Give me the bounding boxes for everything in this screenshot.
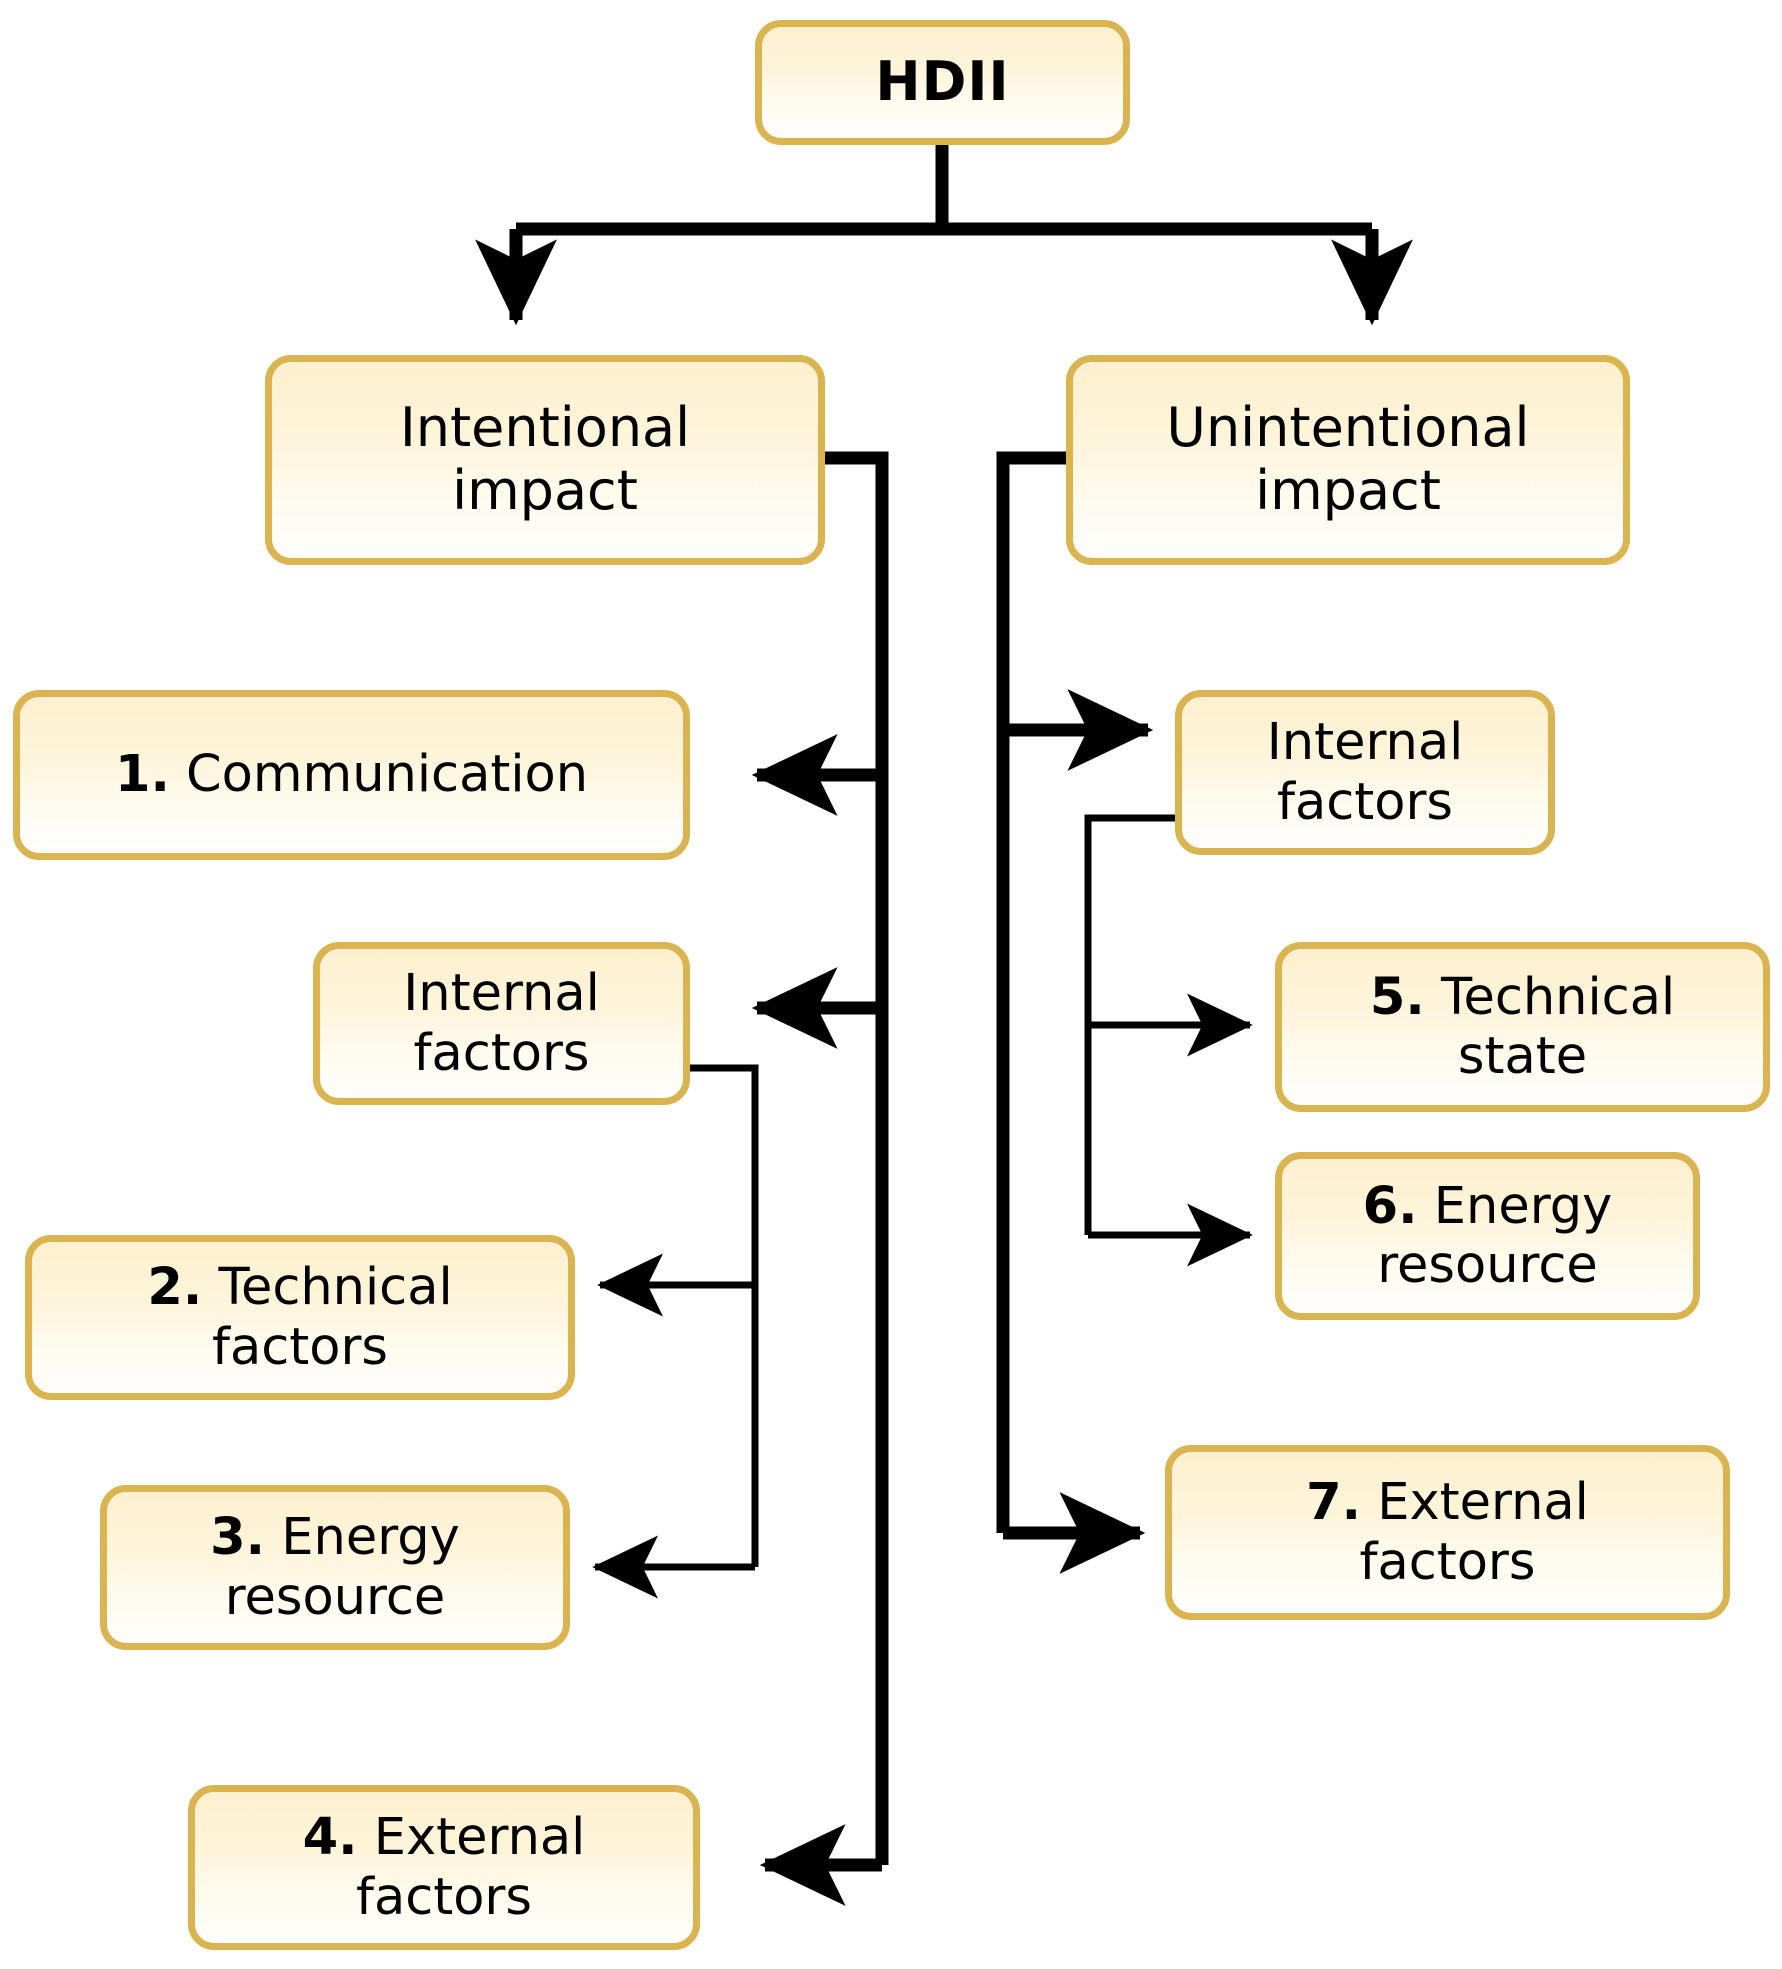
node-energy-resource-left-label: 3. Energy resource <box>200 1508 470 1626</box>
node-internal-factors-right-line2: factors <box>1277 772 1453 832</box>
node-communication-label: 1. Communication <box>105 745 598 804</box>
node-unintentional-impact-label: Unintentional impact <box>1156 397 1539 522</box>
node-internal-factors-left-line2: factors <box>413 1023 590 1083</box>
node-intentional-impact-line2: impact <box>452 459 638 522</box>
node-energy-resource-left-line1: Energy <box>281 1508 460 1568</box>
node-communication-number: 1. <box>114 745 170 805</box>
node-technical-state-label: 5. Technical state <box>1360 968 1685 1086</box>
node-internal-factors-right[interactable]: Internal factors <box>1175 690 1555 855</box>
node-energy-resource-right-number: 6. <box>1362 1176 1418 1236</box>
node-hdii-label: HDII <box>875 50 1010 114</box>
node-external-factors-left-line2: factors <box>355 1867 532 1927</box>
node-technical-factors-label: 2. Technical factors <box>137 1258 462 1376</box>
node-external-factors-right-line1: External <box>1377 1473 1589 1533</box>
node-hdii[interactable]: HDII <box>755 20 1130 145</box>
node-energy-resource-left[interactable]: 3. Energy resource <box>100 1485 570 1650</box>
edge-internal-left-branch <box>690 1064 759 1567</box>
node-technical-factors[interactable]: 2. Technical factors <box>25 1235 575 1400</box>
node-external-factors-right-label: 7. External factors <box>1296 1473 1599 1591</box>
node-unintentional-impact[interactable]: Unintentional impact <box>1066 355 1630 565</box>
node-technical-state-line1: Technical <box>1440 967 1676 1027</box>
node-internal-factors-left-label: Internal factors <box>393 964 610 1082</box>
node-internal-factors-left[interactable]: Internal factors <box>313 942 690 1105</box>
edge-intentional-trunk <box>825 451 889 1865</box>
node-energy-resource-right-line2: resource <box>1377 1236 1598 1295</box>
node-energy-resource-right[interactable]: 6. Energy resource <box>1275 1152 1700 1320</box>
node-unintentional-impact-line2: impact <box>1255 459 1441 522</box>
edge-internal-right-branch <box>1084 814 1175 1235</box>
node-external-factors-left-number: 4. <box>302 1808 358 1868</box>
node-technical-factors-number: 2. <box>147 1258 203 1318</box>
edge-unintentional-trunk <box>996 451 1066 1533</box>
node-energy-resource-right-line1: Energy <box>1433 1176 1613 1236</box>
node-technical-state[interactable]: 5. Technical state <box>1275 942 1770 1112</box>
node-external-factors-right-number: 7. <box>1306 1473 1362 1533</box>
node-internal-factors-left-line1: Internal <box>403 964 600 1024</box>
node-internal-factors-right-line1: Internal <box>1266 713 1464 773</box>
node-intentional-impact-line1: Intentional <box>399 396 691 460</box>
node-energy-resource-left-line2: resource <box>224 1567 446 1627</box>
node-external-factors-left-line1: External <box>373 1808 586 1868</box>
node-technical-factors-line1: Technical <box>218 1258 453 1318</box>
node-energy-resource-right-label: 6. Energy resource <box>1353 1177 1623 1295</box>
node-energy-resource-left-number: 3. <box>210 1508 266 1568</box>
node-technical-factors-line2: factors <box>212 1317 388 1377</box>
node-technical-state-line2: state <box>1457 1027 1588 1086</box>
node-unintentional-impact-line1: Unintentional <box>1166 396 1530 460</box>
node-technical-state-number: 5. <box>1369 967 1425 1027</box>
node-intentional-impact[interactable]: Intentional impact <box>265 355 825 565</box>
node-external-factors-left-label: 4. External factors <box>293 1808 596 1926</box>
node-intentional-impact-label: Intentional impact <box>390 397 700 522</box>
node-external-factors-left[interactable]: 4. External factors <box>188 1785 700 1950</box>
node-external-factors-right-line2: factors <box>1359 1532 1536 1592</box>
node-communication[interactable]: 1. Communication <box>13 690 690 860</box>
node-external-factors-right[interactable]: 7. External factors <box>1165 1445 1730 1620</box>
node-internal-factors-right-label: Internal factors <box>1257 713 1474 831</box>
node-communication-line1: Communication <box>186 745 589 805</box>
